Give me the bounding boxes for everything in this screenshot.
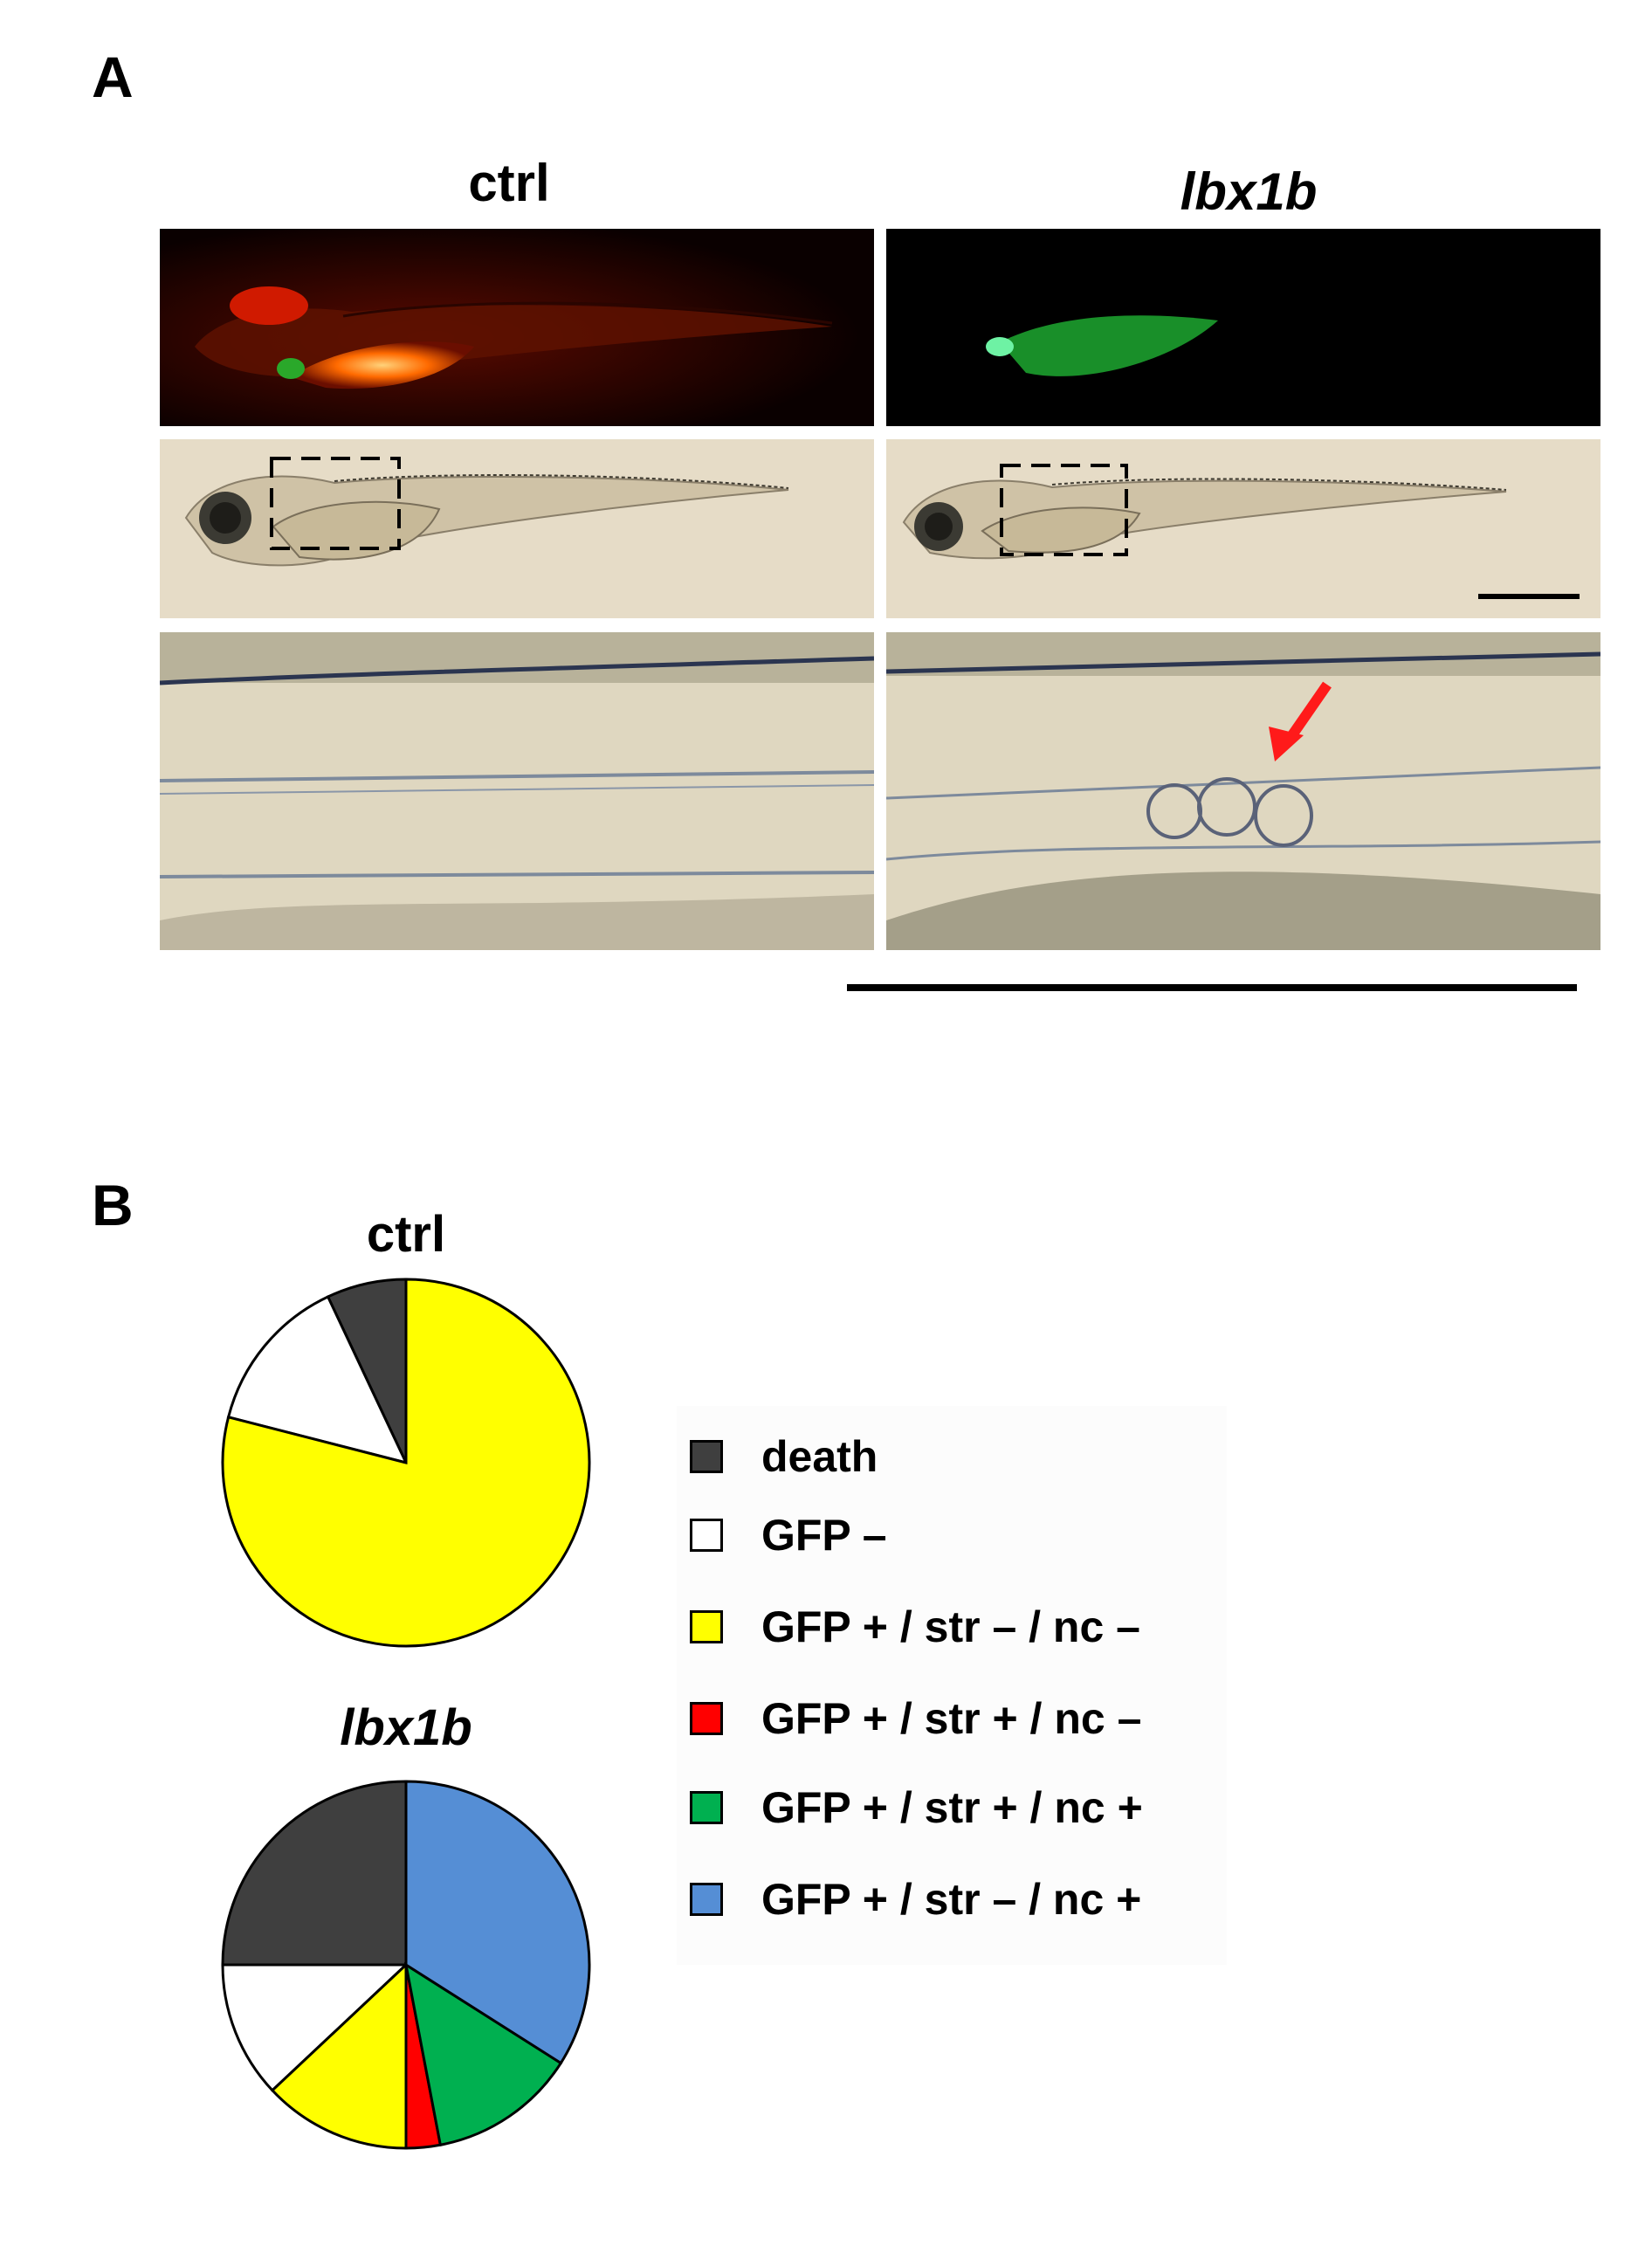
legend-label: death — [761, 1432, 878, 1481]
legend-label: GFP + / str – / nc + — [761, 1875, 1142, 1924]
ctrl-brightfield-image — [160, 439, 874, 618]
legend-label: GFP + / str + / nc + — [761, 1783, 1143, 1832]
legend-swatch — [690, 1519, 723, 1552]
ctrl-zoom-image — [160, 632, 874, 950]
lbx1b-pie-slice-gfp-str-nc — [270, 1961, 408, 2150]
panel-b-letter: B — [92, 1173, 134, 1237]
panel-a-letter: A — [92, 45, 134, 109]
legend-swatch — [690, 1440, 723, 1473]
scale-bar — [847, 984, 1577, 991]
legend-item: GFP + / str + / nc + — [690, 1781, 1143, 1834]
ctrl-column-label: ctrl — [468, 154, 550, 212]
ctrl-pie-slice-gfp-str-nc — [221, 1278, 591, 1648]
legend-label: GFP – — [761, 1511, 887, 1560]
lbx1b-pie-slice-death — [221, 1780, 408, 1967]
lbx1b-fluorescence-image — [886, 229, 1600, 426]
ctrl-pie-title: ctrl — [366, 1206, 446, 1263]
legend-item: GFP + / str – / nc + — [690, 1873, 1141, 1926]
lbx1b-pie-slice-gfp — [221, 1963, 410, 2092]
ctrl-pie-chart — [221, 1278, 591, 1648]
legend-swatch — [690, 1791, 723, 1824]
ctrl-pie-slice-gfp — [226, 1294, 409, 1465]
legend-swatch — [690, 1883, 723, 1916]
legend-label: GFP + / str + / nc – — [761, 1694, 1142, 1743]
legend-swatch — [690, 1610, 723, 1643]
legend-label: GFP + / str – / nc – — [761, 1602, 1140, 1651]
legend-item: GFP + / str – / nc – — [690, 1601, 1140, 1653]
lbx1b-brightfield-image — [886, 439, 1600, 618]
lbx1b-pie-title: lbx1b — [340, 1699, 472, 1756]
legend-item: death — [690, 1430, 878, 1483]
lbx1b-pie-slice-gfp-str-nc — [404, 1780, 591, 2065]
legend-item: GFP – — [690, 1509, 887, 1561]
lbx1b-column-label: lbx1b — [1180, 162, 1318, 221]
lbx1b-pie-chart — [221, 1780, 591, 2150]
lbx1b-zoom-image — [886, 632, 1600, 950]
legend-item: GFP + / str + / nc – — [690, 1692, 1141, 1745]
legend-swatch — [690, 1702, 723, 1735]
ctrl-fluorescence-image — [160, 229, 874, 426]
lbx1b-pie-slice-gfp-str-nc — [403, 1961, 563, 2147]
legend-background — [677, 1406, 1227, 1965]
